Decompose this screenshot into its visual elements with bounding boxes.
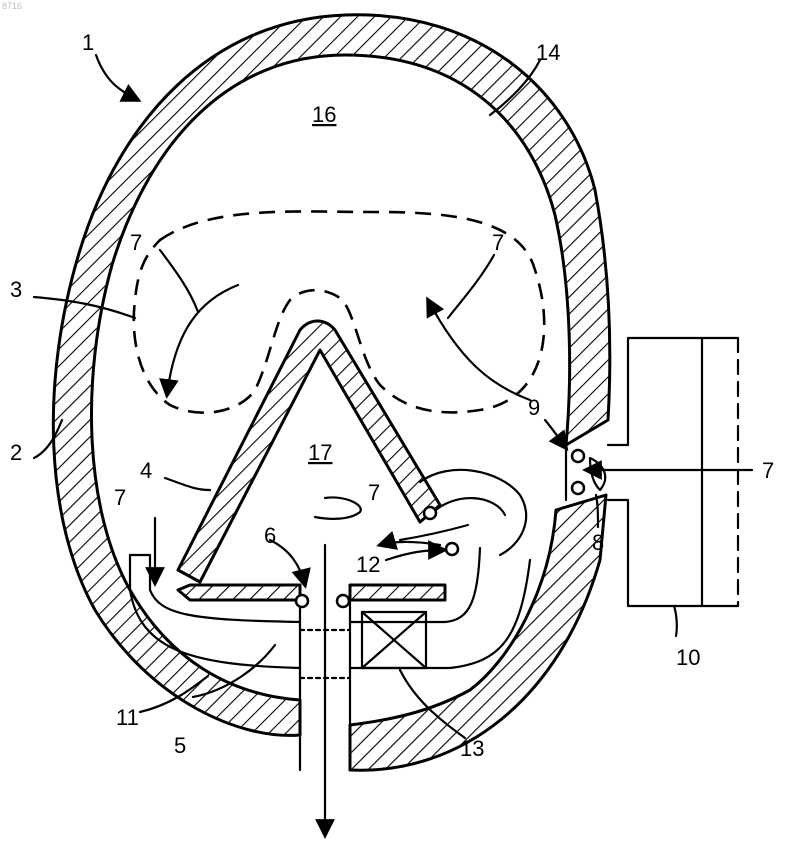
label-7-right: 7 — [492, 230, 504, 255]
label-7-inner: 7 — [368, 480, 380, 505]
label-10: 10 — [676, 645, 700, 670]
label-17: 17 — [308, 440, 332, 465]
label-3: 3 — [10, 277, 22, 302]
pivot-pin-right — [337, 595, 349, 607]
label-16: 16 — [312, 102, 336, 127]
label-11: 11 — [116, 705, 139, 730]
label-7-side: 7 — [762, 458, 774, 483]
port-valve — [566, 445, 752, 500]
port-pin-top — [572, 450, 584, 462]
label-2: 2 — [10, 440, 22, 465]
label-12: 12 — [356, 552, 380, 577]
side-unit — [608, 338, 738, 606]
label-9: 9 — [528, 395, 540, 420]
label-4: 4 — [140, 458, 152, 483]
outer-shell — [53, 15, 609, 770]
label-8: 8 — [592, 530, 604, 555]
inner-pin — [446, 543, 458, 555]
label-6: 6 — [264, 523, 276, 548]
label-14: 14 — [536, 40, 560, 65]
port-pin-bottom — [572, 482, 584, 494]
pivot-pin-left — [296, 595, 308, 607]
label-7-tray: 7 — [114, 485, 126, 510]
label-13: 13 — [460, 736, 484, 761]
watermark-text: 8716 — [2, 1, 22, 11]
label-7-left: 7 — [130, 230, 142, 255]
label-1: 1 — [82, 30, 94, 55]
body-pin — [424, 507, 436, 519]
label-5: 5 — [174, 733, 186, 758]
